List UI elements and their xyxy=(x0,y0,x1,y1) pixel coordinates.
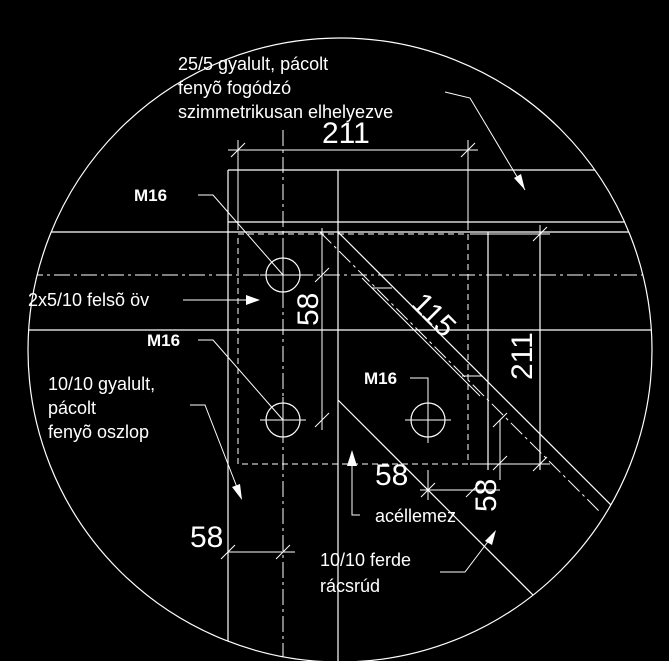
arrow-handrail xyxy=(514,174,525,190)
bolt-right-label: M16 xyxy=(364,369,397,388)
leader-plate xyxy=(351,458,360,516)
leader-handrail xyxy=(444,91,526,191)
dim-bottom-58: 58 xyxy=(375,459,408,492)
handrail-label-line3: szimmetrikusan elhelyezve xyxy=(178,102,393,122)
diagonal-lower-edge xyxy=(337,399,561,623)
leader-bolt-mid xyxy=(198,339,284,421)
dim-diag-vertical-58: 58 xyxy=(470,479,503,512)
leader-bolt-top xyxy=(198,194,284,276)
handrail-label-line1: 25/5 gyalult, pácolt xyxy=(178,54,328,74)
arrow-post xyxy=(232,484,242,500)
detail-circle xyxy=(27,37,653,661)
dim-vertical-58-lines xyxy=(314,228,330,430)
dim-diagonal-115-lines xyxy=(361,277,482,397)
post-label-line1: 10/10 gyalult, xyxy=(48,374,155,394)
bolt-top-label: M16 xyxy=(134,186,167,205)
dim-post-58: 58 xyxy=(190,521,223,554)
arrow-top-chord xyxy=(246,295,260,305)
post-label-line3: fenyõ oszlop xyxy=(48,422,149,442)
diagonal-label-line1: 10/10 ferde xyxy=(320,550,411,570)
dim-right-211-lines xyxy=(470,225,550,472)
dim-vertical-58: 58 xyxy=(292,293,325,326)
plate-label: acéllemez xyxy=(375,506,456,526)
arrow-diagonal xyxy=(485,530,496,545)
dim-diag-vertical-58-lines xyxy=(492,412,508,480)
bolt-mid-label: M16 xyxy=(147,331,180,350)
arrow-plate xyxy=(347,450,357,466)
dim-right-211: 211 xyxy=(506,332,539,380)
leader-bolt-right xyxy=(410,377,429,410)
diagonal-centerline xyxy=(319,231,601,513)
handrail-label-line2: fenyõ fogódzó xyxy=(178,78,291,98)
leader-diagonal xyxy=(440,534,494,573)
dim-bottom-58-lines xyxy=(420,470,500,500)
diagonal-label-line2: rácsrúd xyxy=(320,576,380,596)
leader-post xyxy=(190,404,241,496)
post-label-line2: pácolt xyxy=(48,398,96,418)
dim-top-211-lines xyxy=(228,140,478,230)
dim-top-211: 211 xyxy=(322,117,370,150)
dim-post-58-lines xyxy=(220,544,295,560)
dim-diagonal-115: 115 xyxy=(405,287,462,344)
top-chord-label: 2x5/10 felsõ öv xyxy=(28,290,149,310)
